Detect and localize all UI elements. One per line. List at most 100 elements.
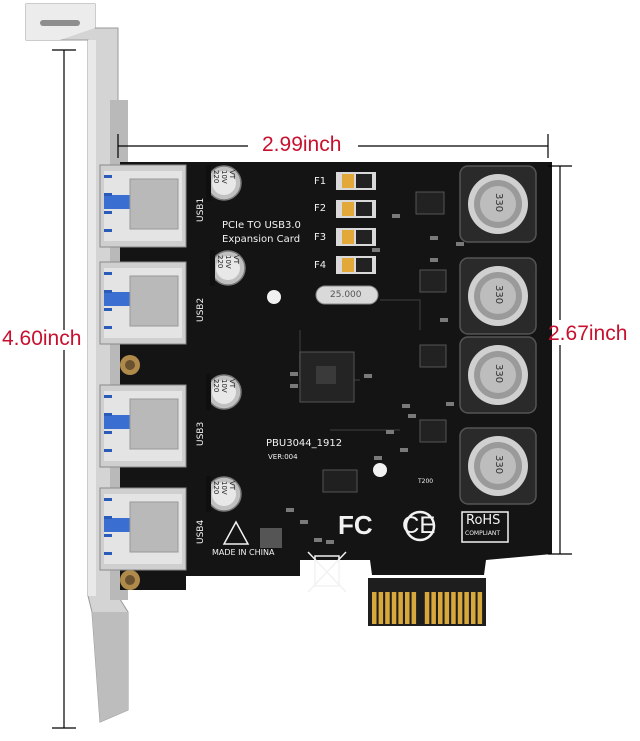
inductor-label: 330 <box>493 364 504 384</box>
port-label-usb3: USB3 <box>196 421 206 446</box>
gold-contact <box>411 592 417 624</box>
smd-part <box>430 258 438 262</box>
usb-port-4 <box>99 487 187 571</box>
regulator-label: T200 <box>418 478 434 485</box>
fcc-mark: FC <box>338 510 373 540</box>
board-height-dimension-label: 2.67inch <box>548 322 628 345</box>
inductor-label: 330 <box>493 455 504 475</box>
capacitor-label: 220 <box>216 255 224 269</box>
usb-port-2 <box>99 261 187 345</box>
gold-contact <box>391 592 397 624</box>
certification-marks <box>222 510 509 593</box>
gold-contact <box>424 592 430 624</box>
smd-part <box>400 448 408 452</box>
inductor-1 <box>459 165 537 243</box>
smd-part <box>290 384 298 388</box>
capacitor-label: 10V <box>224 255 232 269</box>
smd-part <box>392 214 400 218</box>
capacitors <box>206 165 246 512</box>
height-dimension-label: 4.60inch <box>2 327 82 350</box>
port-label-usb4: USB4 <box>196 519 206 544</box>
rohs-compliant-label: COMPLIANT <box>465 530 501 537</box>
gold-contact <box>372 592 377 624</box>
gold-contact <box>405 592 410 624</box>
gold-contact <box>378 592 384 624</box>
chip-small-icon <box>260 528 282 548</box>
fuses <box>336 172 376 274</box>
capacitor-label: 220 <box>212 379 220 393</box>
capacitor-label: 10V <box>220 170 228 184</box>
gold-contact <box>451 592 456 624</box>
gold-contact <box>457 592 463 624</box>
capacitor-label: 220 <box>212 170 220 184</box>
board-version-label: VER:004 <box>268 453 298 461</box>
smd-part <box>314 538 322 542</box>
gold-contact <box>398 592 403 624</box>
smd-part <box>364 374 372 378</box>
rohs-label: RoHS <box>466 513 501 528</box>
gold-contact <box>477 592 483 624</box>
smd-part <box>286 508 294 512</box>
port-label-usb1: USB1 <box>196 197 206 222</box>
width-dimension-label: 2.99inch <box>262 133 342 156</box>
smd-part <box>372 248 380 252</box>
smd-part <box>456 242 464 246</box>
ce-circle-icon <box>404 510 436 542</box>
capacitor-3 <box>206 374 242 410</box>
fuse-label-f1: F1 <box>314 176 327 187</box>
board-model-label: PBU3044_1912 <box>266 438 343 449</box>
usb-port-3 <box>99 384 187 468</box>
smd-part <box>430 236 438 240</box>
capacitor-1 <box>206 165 242 201</box>
smd-part <box>402 404 410 408</box>
smd-part <box>446 402 454 406</box>
port-label-usb2: USB2 <box>196 297 206 322</box>
inductor-4 <box>459 427 537 505</box>
inductor-label: 330 <box>493 193 504 213</box>
inductor-3 <box>459 336 537 414</box>
fuse-label-f3: F3 <box>314 232 327 243</box>
fuse-3 <box>336 228 376 246</box>
fuse-2 <box>336 200 376 218</box>
smd-part <box>300 520 308 524</box>
crystal-label: 25.000 <box>330 290 362 300</box>
inductor-2 <box>459 257 537 335</box>
capacitor-label: VT <box>228 481 236 491</box>
usb-ports <box>99 164 187 571</box>
usb-port-1 <box>99 164 187 248</box>
power-inductors <box>459 165 537 505</box>
fuse-1 <box>336 172 376 190</box>
gold-contact <box>385 592 390 624</box>
capacitor-label: VT <box>228 170 236 180</box>
capacitor-label: 10V <box>220 481 228 495</box>
smd-part <box>440 318 448 322</box>
capacitor-label: VT <box>232 255 240 265</box>
gold-contact <box>464 592 469 624</box>
smd-part <box>408 414 416 418</box>
board-title-line1: PCIe TO USB3.0 <box>222 220 301 231</box>
esd-warning-icon <box>222 520 250 545</box>
capacitor-label: 10V <box>220 379 228 393</box>
smd-part <box>326 540 334 544</box>
dimension-lines <box>52 49 572 729</box>
made-in-label: MADE IN CHINA <box>212 548 275 557</box>
inductor-label: 330 <box>493 285 504 305</box>
fuse-label-f4: F4 <box>314 260 327 271</box>
gold-contact <box>471 592 476 624</box>
gold-contact <box>444 592 450 624</box>
ce-mark: CE <box>402 512 436 539</box>
gold-contact <box>438 592 443 624</box>
smd-part <box>374 456 382 460</box>
capacitor-label: 220 <box>212 481 220 495</box>
gold-contact <box>431 592 436 624</box>
board-title-line2: Expansion Card <box>222 234 301 245</box>
fuse-4 <box>336 256 376 274</box>
weee-bin-icon <box>307 551 347 593</box>
capacitor-label: VT <box>228 379 236 389</box>
mounting-bracket <box>25 3 129 723</box>
smd-components <box>286 214 470 544</box>
capacitor-2 <box>210 250 246 286</box>
smd-part <box>290 372 298 376</box>
